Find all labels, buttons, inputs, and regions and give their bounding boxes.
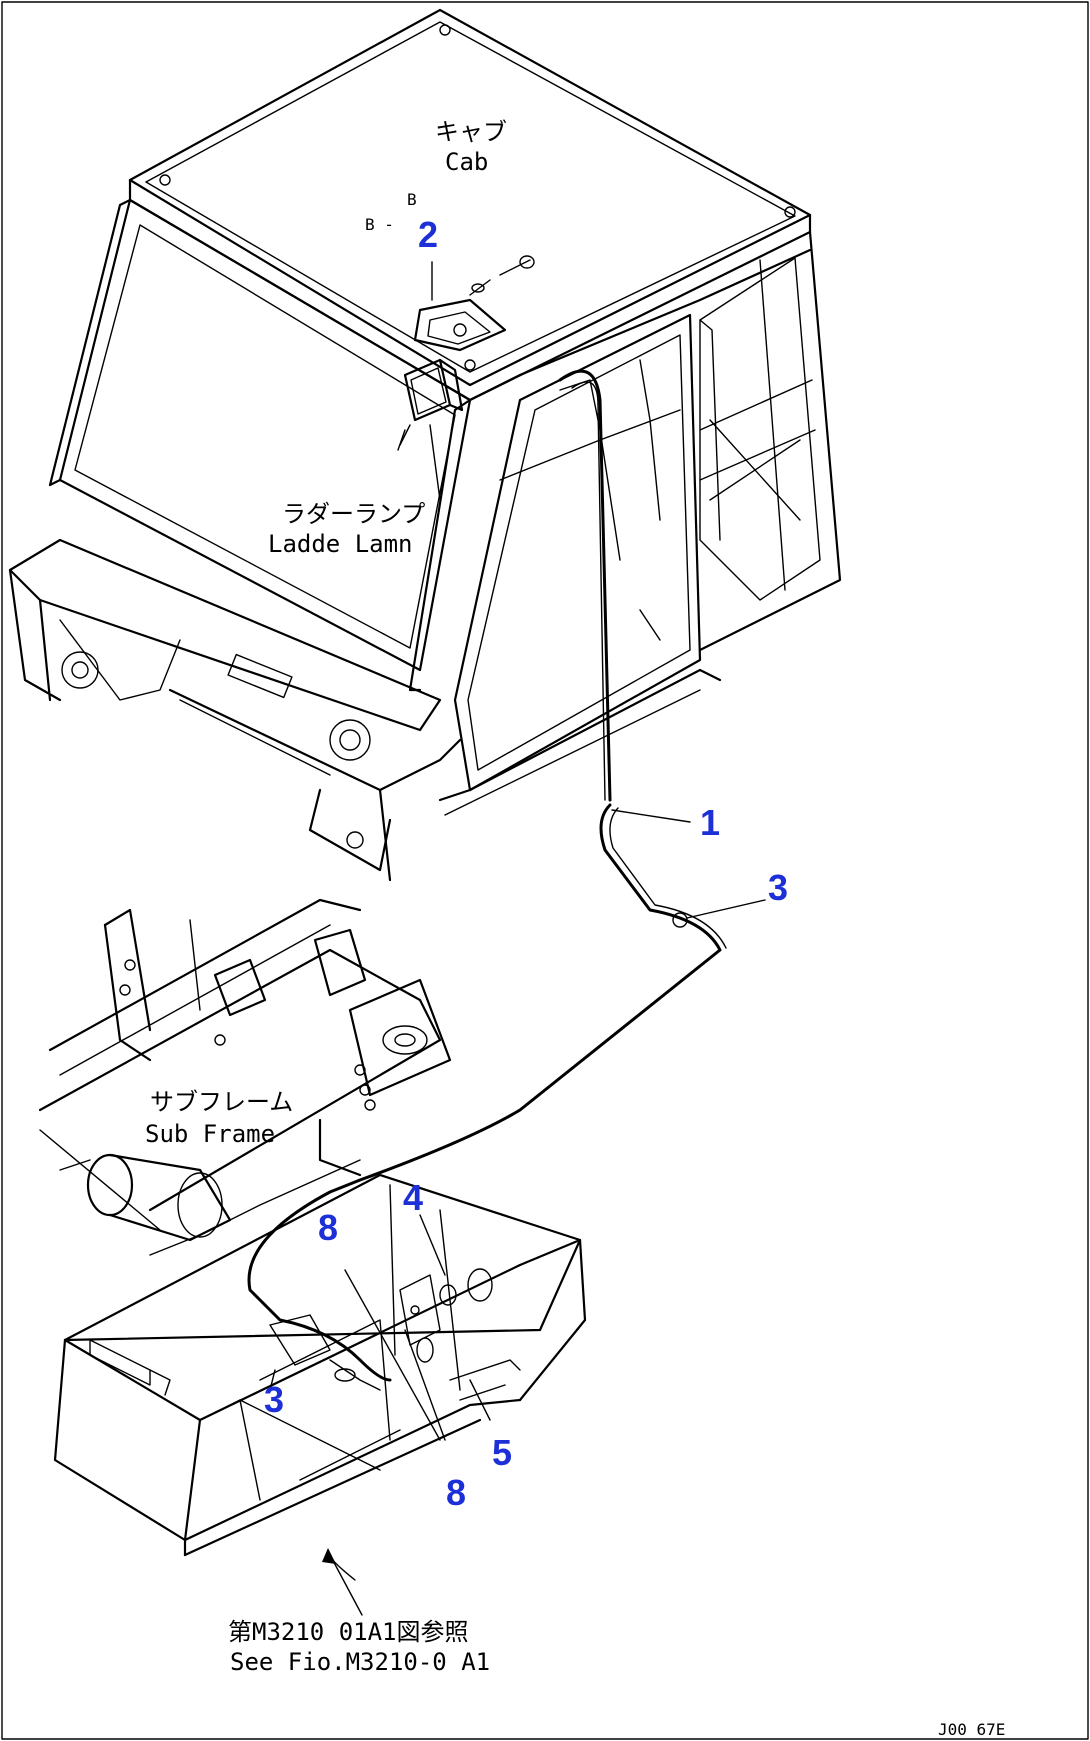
box-top-edge (63, 1173, 582, 1342)
sub-frame-rail (38, 948, 442, 1212)
clamp-lower (467, 1268, 493, 1302)
callout-8-upper[interactable]: 8 (318, 1207, 338, 1248)
cab-roof (128, 8, 812, 387)
lower-box-drawing (53, 1173, 587, 1616)
cable-harness-lower (247, 803, 722, 1382)
callout-5[interactable]: 5 (492, 1432, 512, 1473)
cable-route (247, 803, 766, 1382)
marker-b-pair: B - (365, 215, 394, 234)
reference-label-en: See Fio.M3210-0 A1 (230, 1648, 490, 1676)
leader-lamp (429, 424, 441, 501)
cable-harness-upper (558, 369, 612, 802)
lamp-label-jp: ラダーランプ (282, 500, 425, 528)
sub-frame-cylinder (86, 1153, 134, 1217)
leader-5 (469, 1379, 491, 1421)
marker-b-top: B (407, 190, 417, 209)
leader-8b (404, 1329, 446, 1441)
callout-8-lower[interactable]: 8 (446, 1472, 466, 1513)
callout-2[interactable]: 2 (418, 214, 438, 255)
cab-label-jp: キャブ (435, 118, 507, 146)
callout-3-upper[interactable]: 3 (768, 867, 788, 908)
windshield (58, 198, 472, 672)
sub-frame-drawing (38, 898, 452, 1256)
sub-frame-mount (348, 978, 452, 1097)
drawing-number: J00 67E (938, 1720, 1005, 1739)
callout-3-lower[interactable]: 3 (264, 1379, 284, 1420)
cab-label-en: Cab (445, 148, 488, 176)
cab-dash (8, 538, 442, 732)
bolt (519, 255, 535, 269)
leader-3b (269, 1369, 276, 1391)
callout-4[interactable]: 4 (403, 1177, 423, 1218)
ladder-lamp-assembly (397, 255, 535, 501)
subframe-label-en: Sub Frame (145, 1120, 275, 1148)
cab-drawing (8, 8, 842, 882)
callout-1[interactable]: 1 (700, 802, 720, 843)
lamp-label-en: Ladde Lamn (268, 530, 413, 558)
clamp-upper (672, 912, 688, 928)
reference-label-jp: 第M3210 01A1図参照 (228, 1618, 469, 1646)
lamp-bracket (413, 298, 507, 352)
leader-4 (419, 1214, 446, 1276)
subframe-label-jp: サブフレーム (150, 1088, 293, 1116)
reference-arrow (329, 1554, 356, 1581)
leader-8a (344, 1269, 441, 1441)
